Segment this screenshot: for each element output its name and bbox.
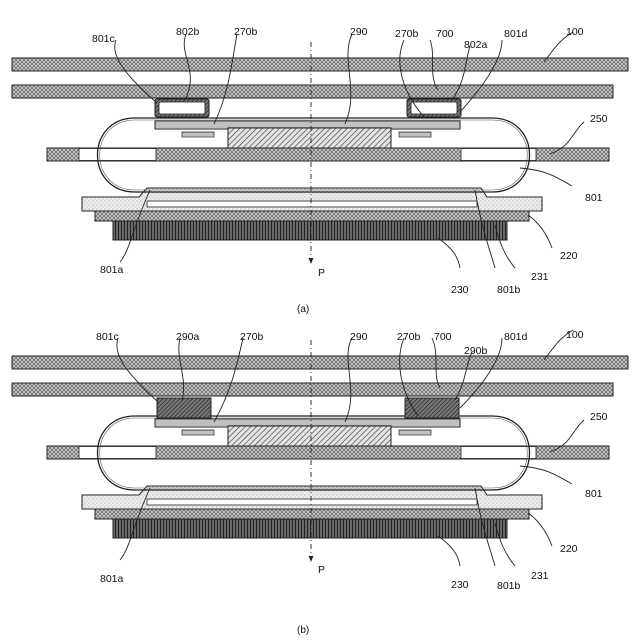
label-100: 100 [566, 26, 584, 38]
label-801d: 801d [504, 28, 528, 40]
label-801: 801 [585, 488, 603, 500]
label-290: 290 [350, 331, 368, 343]
label-220: 220 [560, 250, 578, 262]
panel-b: 801c 290a 270b 290 270b 700 290b 801d 10… [12, 329, 628, 636]
label-801c: 801c [96, 331, 119, 343]
label-231: 231 [531, 570, 549, 582]
axis-label-p: P [318, 564, 325, 576]
label-801c: 801c [92, 33, 115, 45]
label-270b-right: 270b [395, 28, 419, 40]
label-231: 231 [531, 271, 549, 283]
label-802a: 802a [464, 39, 488, 51]
panel-b-structure [12, 340, 628, 562]
label-801b: 801b [497, 284, 521, 296]
label-801: 801 [585, 192, 603, 204]
panel-a-structure [12, 42, 628, 264]
label-220: 220 [560, 543, 578, 555]
label-100: 100 [566, 329, 584, 341]
caption-a: (a) [297, 304, 309, 315]
label-801d: 801d [504, 331, 528, 343]
label-250: 250 [590, 113, 608, 125]
label-700: 700 [436, 28, 454, 40]
label-801a: 801a [100, 264, 124, 276]
label-801a: 801a [100, 573, 124, 585]
label-230: 230 [451, 579, 469, 591]
label-250: 250 [590, 411, 608, 423]
label-290a: 290a [176, 331, 200, 343]
label-801b: 801b [497, 580, 521, 592]
label-270b-left: 270b [240, 331, 264, 343]
label-230: 230 [451, 284, 469, 296]
label-802b: 802b [176, 26, 200, 38]
label-270b-right: 270b [397, 331, 421, 343]
label-290b: 290b [464, 345, 488, 357]
panel-a: 801c 802b 270b 290 270b 700 802a 801d 10… [12, 26, 628, 315]
axis-label-p: P [318, 267, 325, 279]
label-700: 700 [434, 331, 452, 343]
caption-b: (b) [297, 625, 309, 636]
label-270b-left: 270b [234, 26, 258, 38]
panel-b-block-290a [157, 398, 211, 418]
label-290: 290 [350, 26, 368, 38]
